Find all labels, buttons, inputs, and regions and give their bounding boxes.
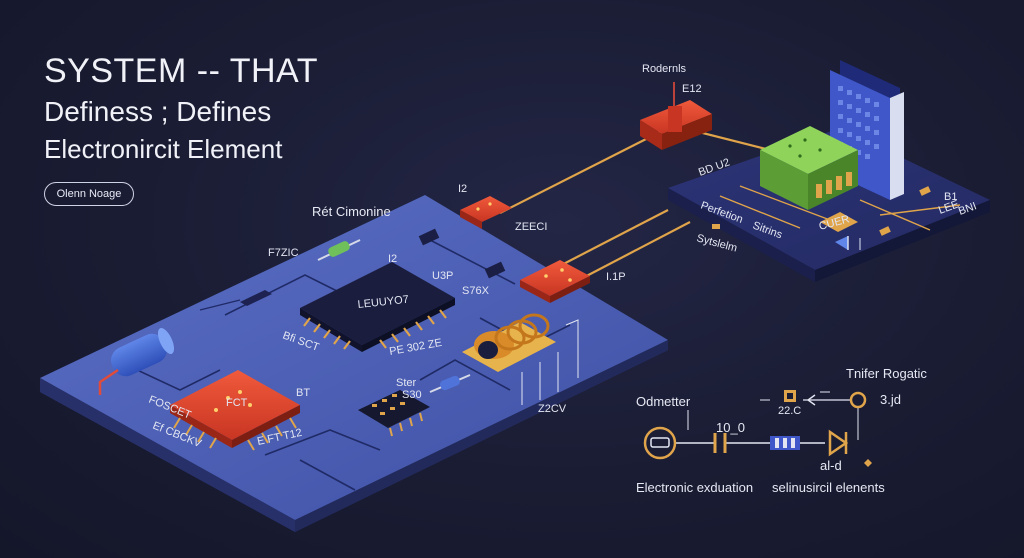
- red-connector-2: [520, 260, 590, 303]
- label-ster: Ster: [396, 377, 417, 389]
- blue-capacitor: [98, 328, 175, 395]
- label-zeci: ZEECI: [515, 221, 547, 233]
- label-main-chip: LEUUYO7: [357, 294, 409, 311]
- red-connector-top: [640, 82, 712, 150]
- open-image-button[interactable]: Olenn Noage: [44, 182, 134, 206]
- schematic-meter-icon: [643, 426, 677, 460]
- label-i2-small: I2: [388, 253, 397, 265]
- label-red-mid: FCT: [226, 397, 248, 409]
- schematic: [675, 391, 859, 444]
- schematic-spark: [864, 459, 872, 467]
- label-b1: B1: [944, 191, 957, 203]
- inductor-coil: [462, 313, 556, 372]
- schematic-resistor-symbol: [784, 390, 796, 402]
- small-black-chip: [358, 390, 430, 437]
- label-ret-cimonine: Rét Cimonine: [312, 204, 391, 219]
- schematic-connector-symbol: [770, 436, 800, 450]
- pin-header: [199, 290, 272, 311]
- green-module: [760, 126, 858, 232]
- top-connectors: [418, 228, 506, 279]
- dimension-brackets: [521, 319, 579, 405]
- label-tnifer: Tnifer Rogatic: [846, 366, 927, 381]
- caption-left: Electronic exduation: [636, 480, 753, 495]
- small-resistor: [317, 239, 361, 261]
- label-e12: E12: [682, 83, 702, 95]
- blue-resistor: [429, 374, 471, 393]
- label-f7zic: F7ZIC: [268, 247, 299, 259]
- main-ic-chip: [300, 262, 455, 352]
- schematic-capacitor-symbol: [713, 433, 727, 453]
- schematic-diode-symbol: [828, 429, 849, 457]
- title-line-2: Definess ; Defines: [44, 96, 272, 127]
- title-line-1: SYSTEM -- THAT: [44, 52, 318, 90]
- label-ster-sub: S30: [402, 389, 422, 401]
- label-u3p: U3P: [432, 270, 453, 282]
- label-odmetter: Odmetter: [636, 394, 691, 409]
- label-ald: al-d: [820, 458, 842, 473]
- label-bni: BNI: [957, 200, 978, 218]
- label-s76x: S76X: [462, 285, 490, 297]
- label-r22c: 22.C: [778, 405, 801, 417]
- label-value: 10_0: [716, 420, 745, 435]
- schematic-arrow: [806, 394, 816, 406]
- red-ic-chip: [170, 370, 300, 451]
- caption-right: selinusircil elenents: [772, 480, 885, 495]
- label-three-jd: 3.jd: [880, 392, 901, 407]
- label-pin-tag: BT: [296, 387, 310, 399]
- label-rodernls: Rodernls: [642, 63, 687, 75]
- main-circuit-board: [40, 195, 668, 532]
- title-line-3: Electronircit Element: [44, 134, 283, 164]
- label-i2: I2: [458, 183, 467, 195]
- label-i1p: I.1P: [606, 271, 626, 283]
- led-component: [835, 236, 861, 250]
- label-z2cv: Z2CV: [538, 403, 567, 415]
- schematic-node-circle: [849, 391, 867, 409]
- red-connector-1: [460, 196, 512, 229]
